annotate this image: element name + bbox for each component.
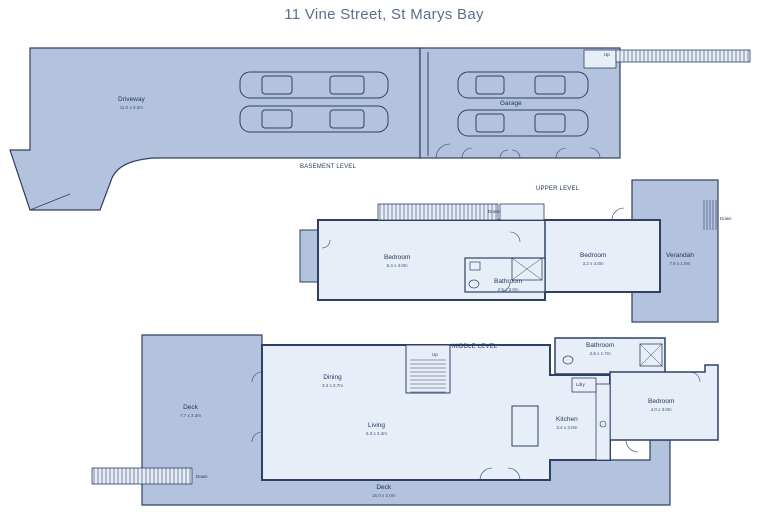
toilet-icon: [562, 355, 574, 365]
laundry-box: [571, 377, 597, 393]
room-label-garage: Garage: [500, 100, 522, 107]
section-label-basement: BASEMENT LEVEL: [300, 164, 357, 170]
verandah-stairs: [703, 200, 717, 230]
upper-landing: [499, 203, 545, 221]
marker-down-deck: Down: [196, 474, 208, 479]
marker-down-verandah: Down: [720, 216, 732, 221]
marker-up-middle: Up: [432, 352, 438, 357]
marker-laundry: Ldry: [576, 382, 585, 387]
upper-shower: [511, 257, 543, 281]
car-icon: [239, 71, 389, 99]
driveway-edge: [29, 193, 71, 211]
kitchen-island: [511, 405, 539, 447]
middle-stairs-box: [405, 344, 451, 394]
section-label-middle: MIDDLE LEVEL: [452, 344, 498, 350]
car-icon: [239, 105, 389, 133]
car-icon: [457, 109, 589, 137]
marker-down-upper: Down: [488, 209, 500, 214]
upper-door-swings: [321, 207, 625, 293]
marker-up-basement: Up: [604, 52, 610, 57]
sink-icon: [599, 420, 607, 428]
toilet-icon: [468, 279, 480, 289]
kitchen-bench: [595, 383, 611, 461]
garage-stair-box: [583, 49, 617, 69]
lower-stairs: [91, 467, 193, 485]
middle-stairs: [410, 359, 446, 393]
bath-shower: [639, 343, 663, 367]
car-icon: [457, 71, 589, 99]
plan-title: 11 Vine Street, St Marys Bay: [284, 6, 484, 23]
basin-icon: [469, 261, 481, 271]
middle-door-swings: [251, 371, 701, 481]
garage-door-swings: [435, 143, 601, 159]
basement-stairs: [615, 49, 751, 63]
upper-stairs: [377, 203, 499, 221]
section-label-upper: UPPER LEVEL: [536, 186, 580, 192]
